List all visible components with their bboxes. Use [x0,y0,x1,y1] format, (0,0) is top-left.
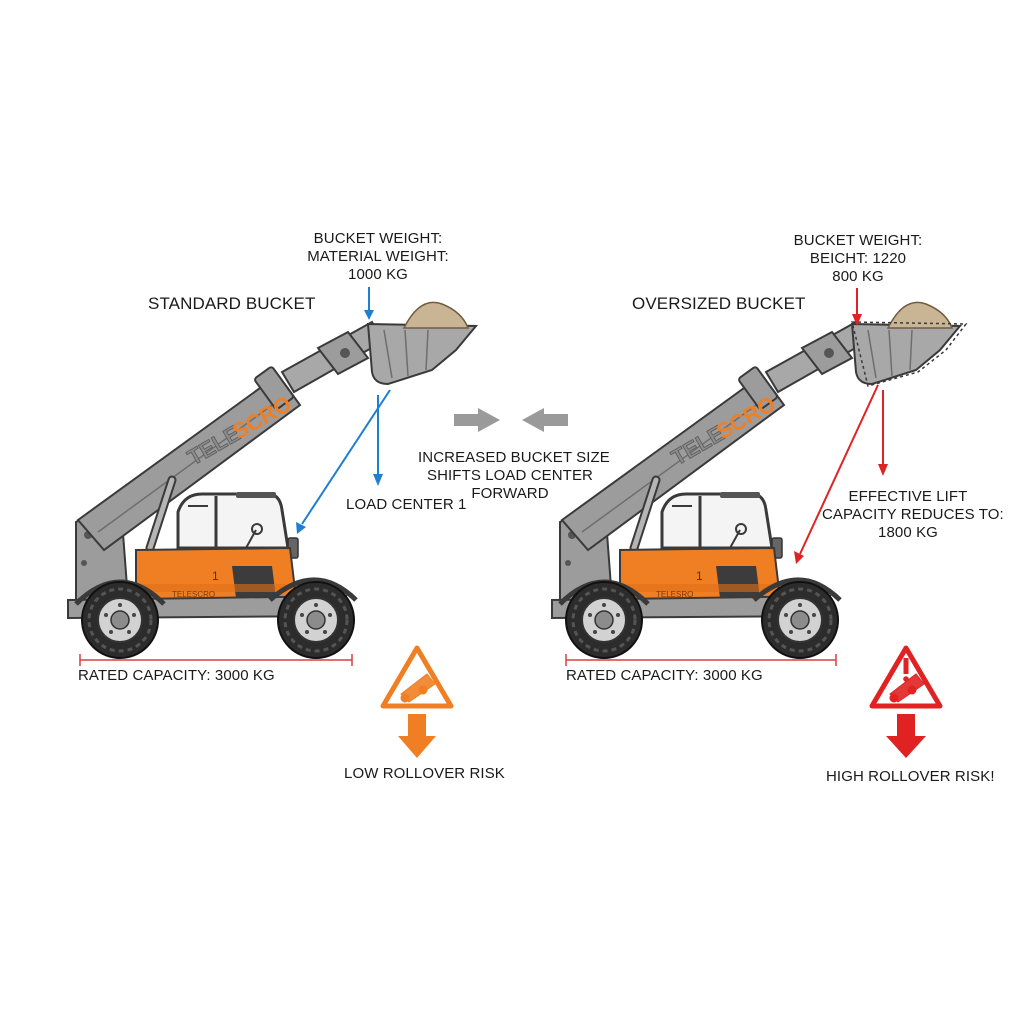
oversized-bucket-outline [851,321,968,387]
right-bucket-weight-label: BUCKET WEIGHT: BEICHT: 1220 800 KG [790,232,926,286]
right-bucket-weight-arrow [852,288,862,326]
right-body-decal: TELESRO [656,590,693,599]
middle-line-2: SHIFTS LOAD CENTER [427,467,593,484]
right-warning-icon [872,648,940,706]
right-capacity-dimension-line [565,654,837,666]
left-bucket-line-3: 1000 KG [348,266,408,283]
right-rated-capacity: RATED CAPACITY: 3000 KG [566,667,763,684]
right-effective-capacity-label: EFFECTIVE LIFT CAPACITY REDUCES TO: 1800… [822,488,1004,542]
right-effective-line-2: CAPACITY REDUCES TO: [822,506,1004,523]
right-load-center-arrow [878,390,888,476]
left-capacity-dimension-line [79,654,353,666]
middle-line-3: FORWARD [471,485,549,502]
right-risk-label: HIGH ROLLOVER RISK! [826,768,995,785]
left-bucket-weight-label: BUCKET WEIGHT: MATERIAL WEIGHT: 1000 KG [300,230,456,284]
right-load-to-machine-arrow [794,384,879,564]
left-warning-icon [383,648,451,706]
right-title: OVERSIZED BUCKET [632,294,806,313]
left-risk-label: LOW ROLLOVER RISK [344,765,505,782]
standard-telehandler [68,302,476,658]
right-arrow-icon [454,408,500,432]
middle-line-1: INCREASED BUCKET SIZE [418,449,610,466]
left-cab-mark: 1 [212,569,219,583]
right-effective-line-1: EFFECTIVE LIFT [848,488,968,505]
left-bucket-weight-arrow [364,287,374,320]
right-cab-mark: 1 [696,569,703,583]
oversized-telehandler [552,302,960,658]
right-bucket-line-3: 800 KG [832,268,884,285]
left-arrow-icon [522,408,568,432]
right-bucket-line-1: BUCKET WEIGHT: [793,232,923,249]
right-risk-down-arrow-icon [886,714,926,758]
left-rated-capacity: RATED CAPACITY: 3000 KG [78,667,275,684]
left-title: STANDARD BUCKET [148,294,316,313]
right-effective-line-3: 1800 KG [878,524,938,541]
left-body-decal: TELESCRO [172,590,215,599]
left-load-to-machine-arrow [296,389,391,534]
middle-explanation: INCREASED BUCKET SIZE SHIFTS LOAD CENTER… [418,449,610,503]
left-risk-down-arrow-icon [398,714,436,758]
left-bucket-line-2: MATERIAL WEIGHT: [307,248,449,265]
right-bucket-line-2: BEICHT: 1220 [809,250,907,267]
left-bucket-line-1: BUCKET WEIGHT: [313,230,443,247]
left-load-center-label: LOAD CENTER 1 [346,496,467,513]
